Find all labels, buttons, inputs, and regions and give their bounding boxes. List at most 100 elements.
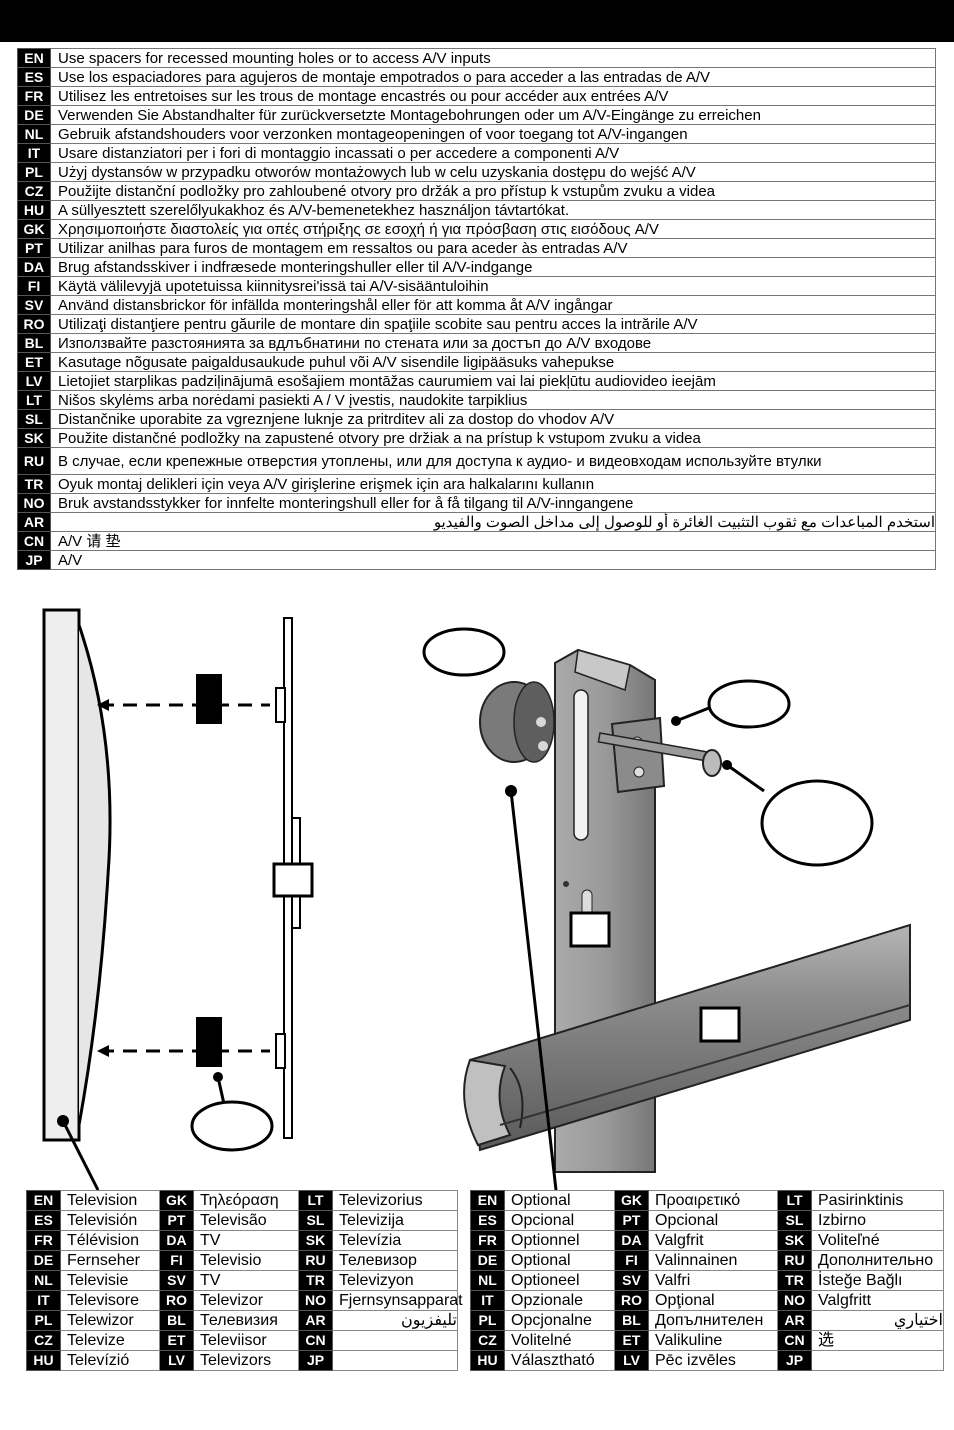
callout-oval-3: [760, 779, 874, 867]
language-code: JP: [777, 1350, 812, 1371]
instruction-text: Utilisez les entretoises sur les trous d…: [50, 86, 936, 106]
term-text: Televiisor: [193, 1330, 299, 1351]
term-text: İsteğe Bağlı: [811, 1270, 944, 1291]
term-text: Fjernsynsapparat: [332, 1290, 463, 1311]
instruction-text: Käytä välilevyjä upotetuissa kiinnitysre…: [50, 276, 936, 296]
term-text: Televisão: [193, 1210, 299, 1231]
mount-3d-diagram: [422, 627, 911, 1190]
term-text: 选: [811, 1330, 944, 1351]
part-label-box-1: [569, 911, 611, 948]
callout-oval-spacer: [190, 1100, 274, 1152]
language-code: HU: [17, 200, 51, 220]
instruction-text: Gebruik afstandshouders voor verzonken m…: [50, 124, 936, 144]
term-text: Optionnel: [504, 1230, 615, 1251]
term-text: Televizors: [193, 1350, 299, 1371]
spacer-top: [196, 674, 222, 724]
language-code: DA: [159, 1230, 194, 1251]
language-code: TR: [17, 474, 51, 494]
term-text: Telewizor: [60, 1310, 160, 1331]
term-text: Voliteľné: [811, 1230, 944, 1251]
language-code: FI: [159, 1250, 194, 1271]
term-text: Valgfritt: [811, 1290, 944, 1311]
language-code: LT: [298, 1190, 333, 1211]
term-text: Television: [60, 1190, 160, 1211]
language-code: SK: [777, 1230, 812, 1251]
language-code: SK: [298, 1230, 333, 1251]
term-text: Pasirinktinis: [811, 1190, 944, 1211]
instruction-text: Χρησιμοποιήστε διαστολείς για οπές στήρι…: [50, 219, 936, 239]
language-code: SV: [159, 1270, 194, 1291]
term-text: Pēc izvēles: [648, 1350, 778, 1371]
instruction-text: Użyj dystansów w przypadku otworów monta…: [50, 162, 936, 182]
term-text: Fernseher: [60, 1250, 160, 1271]
term-text: Телевизор: [332, 1250, 458, 1271]
term-text: [332, 1330, 458, 1351]
horizontal-tube: [468, 923, 911, 1152]
term-text: Valgfrit: [648, 1230, 778, 1251]
language-code: PT: [17, 238, 51, 258]
term-text: Opcjonalne: [504, 1310, 615, 1331]
term-text: Opcional: [648, 1210, 778, 1231]
washer-plate: [610, 716, 666, 794]
term-text: Τηλεόραση: [193, 1190, 299, 1211]
language-code: GK: [159, 1190, 194, 1211]
arrow-head-bottom: [97, 1045, 109, 1057]
language-code: RU: [17, 447, 51, 475]
language-code: RO: [614, 1290, 649, 1311]
language-code: CN: [298, 1330, 333, 1351]
language-code: DE: [470, 1250, 505, 1271]
language-code: ES: [26, 1210, 61, 1231]
side-view-diagram: [42, 608, 314, 1190]
language-code: DE: [26, 1250, 61, 1271]
language-code: PL: [26, 1310, 61, 1331]
header-bar: [0, 0, 954, 42]
language-code: ET: [159, 1330, 194, 1351]
language-code: TR: [298, 1270, 333, 1291]
language-code: FR: [470, 1230, 505, 1251]
term-text: Televizija: [332, 1210, 458, 1231]
language-code: PL: [17, 162, 51, 182]
language-code: DA: [17, 257, 51, 277]
term-text: Televízia: [332, 1230, 458, 1251]
language-code: FR: [17, 86, 51, 106]
instruction-text: Použite distančné podložky na zapustené …: [50, 428, 936, 448]
language-code: LV: [614, 1350, 649, 1371]
instruction-text: Utilizaţi distanţiere pentru găurile de …: [50, 314, 936, 334]
tv-back-curve: [77, 624, 112, 1126]
language-code: FI: [614, 1250, 649, 1271]
instruction-text: Kasutage nõgusate paigaldusaukude puhul …: [50, 352, 936, 372]
term-text: Дополнительно: [811, 1250, 944, 1271]
instruction-text: Distančnike uporabite za vgreznjene lukn…: [50, 409, 936, 429]
term-text: Televisore: [60, 1290, 160, 1311]
language-code: SL: [298, 1210, 333, 1231]
language-code: IT: [17, 143, 51, 163]
language-code: NO: [777, 1290, 812, 1311]
term-text: Допълнителен: [648, 1310, 778, 1331]
term-text: [811, 1350, 944, 1371]
language-code: ET: [17, 352, 51, 372]
callout-oval-2: [707, 679, 791, 729]
term-text: Választható: [504, 1350, 615, 1371]
tv-panel-side: [42, 608, 81, 1142]
term-text: Televizyon: [332, 1270, 458, 1291]
instruction-text: Използвайте разстоянията за вдлъбнатини …: [50, 333, 936, 353]
term-text: Valikuline: [648, 1330, 778, 1351]
language-code: BL: [17, 333, 51, 353]
language-code: EN: [470, 1190, 505, 1211]
